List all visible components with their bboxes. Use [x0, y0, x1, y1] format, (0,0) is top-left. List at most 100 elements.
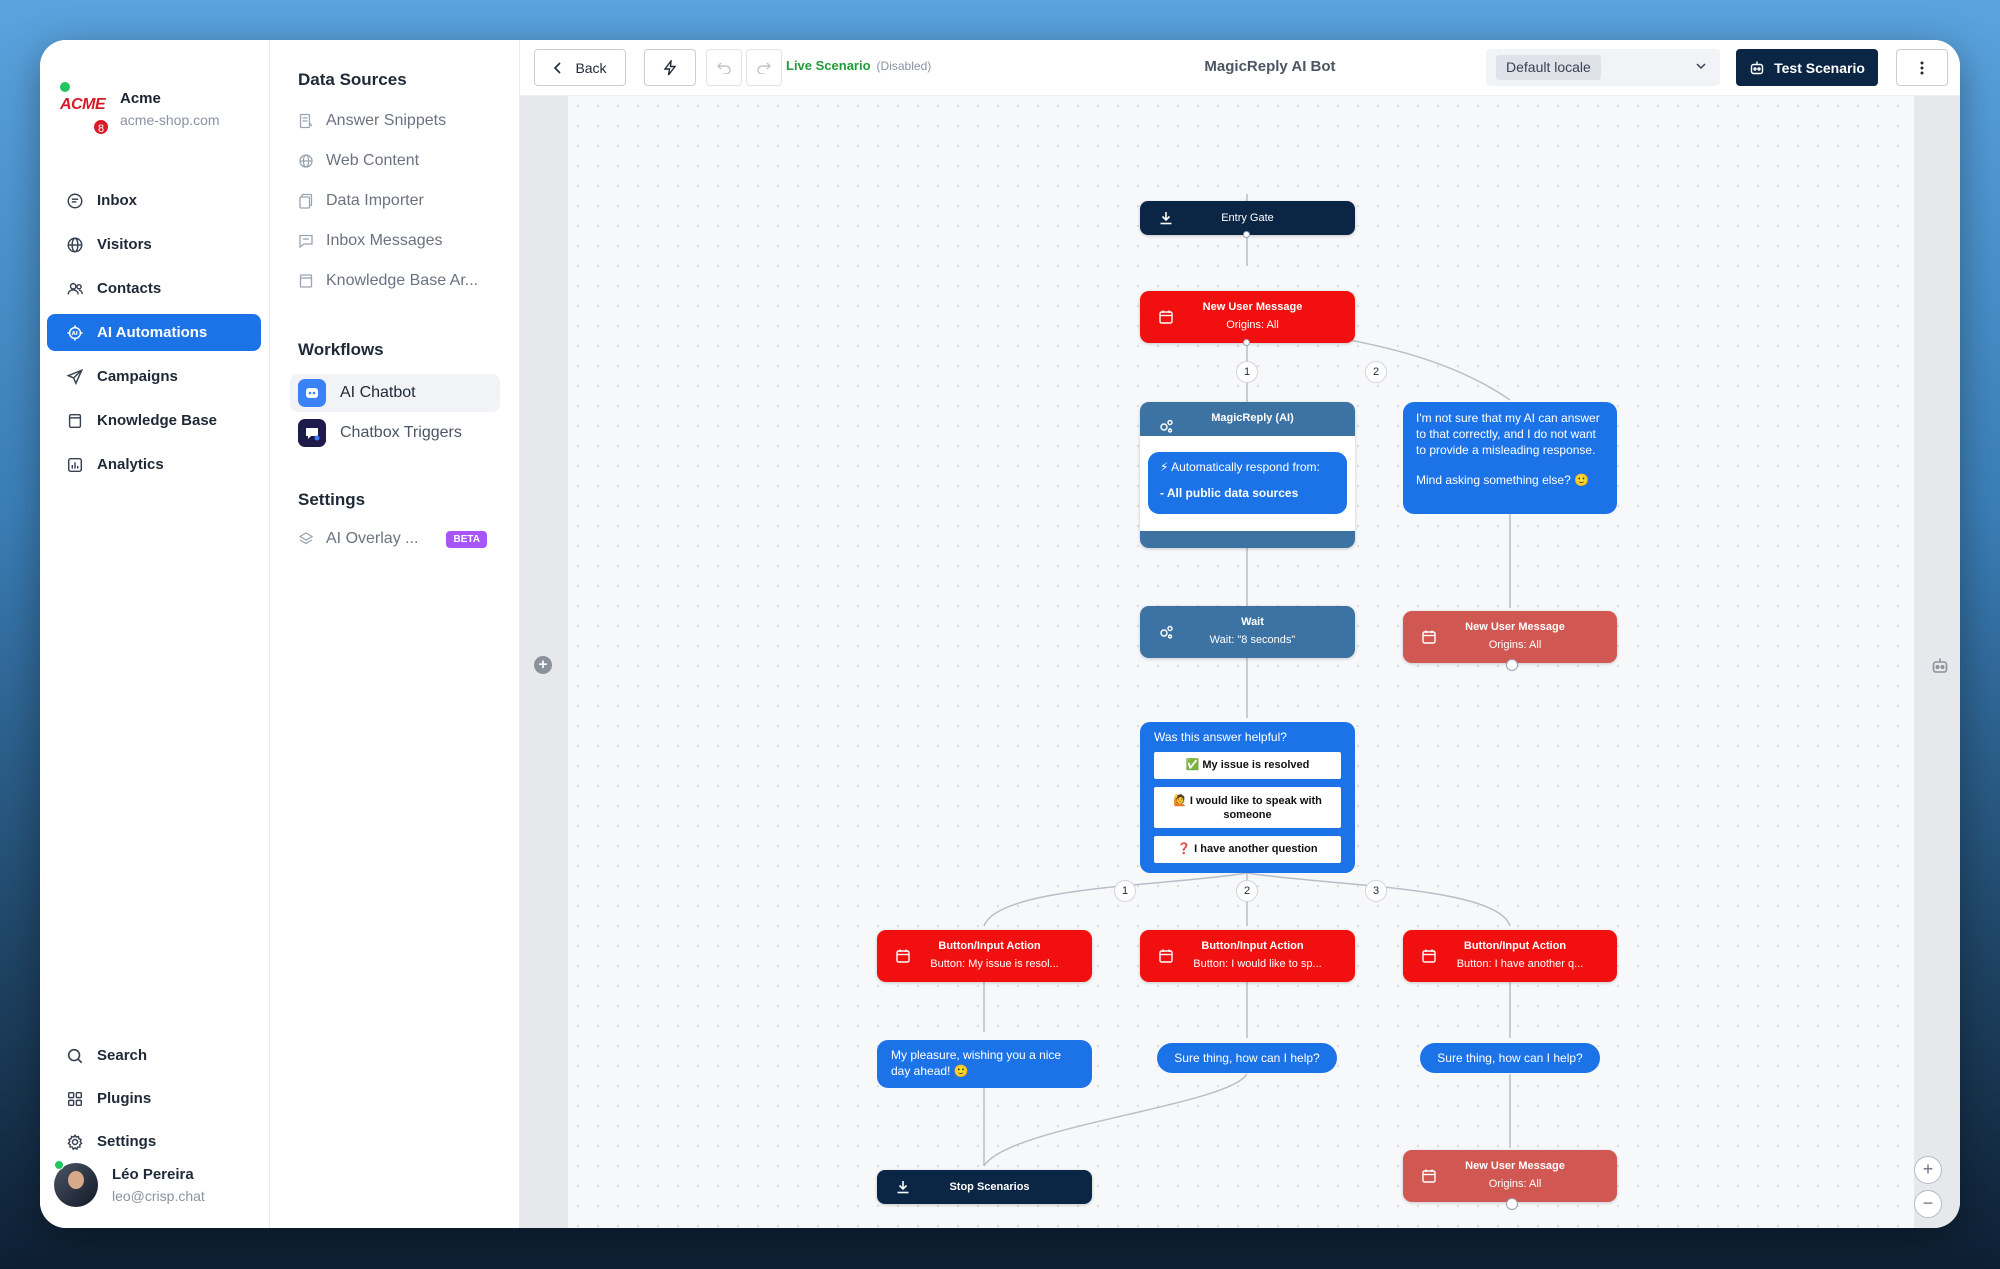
nav-item-ai-automations[interactable]: AI AI Automations: [47, 314, 261, 351]
live-scenario-status: (Disabled): [876, 59, 932, 73]
node-title: New User Message: [1202, 301, 1303, 313]
nav-item-visitors[interactable]: Visitors: [47, 226, 261, 263]
nav-item-label: Visitors: [97, 236, 152, 253]
nav-item-knowledge-base[interactable]: Knowledge Base: [47, 402, 261, 439]
option-speak-button[interactable]: 🙋 I would like to speak with someone: [1154, 787, 1341, 828]
locale-select[interactable]: Default locale: [1486, 49, 1720, 86]
robot-icon: [1749, 60, 1765, 76]
nav-item-plugins[interactable]: Plugins: [47, 1080, 261, 1117]
data-source-answer-snippets[interactable]: Answer Snippets: [298, 106, 498, 136]
contacts-icon: [65, 279, 85, 299]
quick-actions-button[interactable]: [644, 49, 696, 86]
calendar-icon: [1421, 1168, 1437, 1184]
data-source-label: Data Importer: [326, 192, 424, 209]
nav-item-label: Analytics: [97, 456, 164, 473]
calendar-icon: [1421, 948, 1437, 964]
back-button[interactable]: Back: [534, 49, 626, 86]
nav-item-label: Campaigns: [97, 368, 178, 385]
wait-node[interactable]: Wait Wait: "8 seconds": [1140, 606, 1355, 658]
globe-icon: [65, 235, 85, 255]
message-text: Mind asking something else? 🙂: [1416, 473, 1590, 487]
workflow-label: AI Chatbot: [340, 384, 416, 401]
nav-item-label: Inbox: [97, 192, 137, 209]
button-action-node[interactable]: Button/Input Action Button: My issue is …: [877, 930, 1092, 982]
workflow-ai-chatbot[interactable]: AI Chatbot: [290, 374, 500, 412]
new-user-message-node[interactable]: New User Message Origins: All: [1403, 611, 1617, 663]
workspace-name: Acme: [120, 90, 161, 107]
new-user-message-node[interactable]: New User Message Origins: All: [1403, 1150, 1617, 1202]
option-resolved-button[interactable]: ✅ My issue is resolved: [1154, 752, 1341, 779]
nav-item-analytics[interactable]: Analytics: [47, 446, 261, 483]
flow-canvas[interactable]: Entry Gate New User Message Origins: All…: [568, 96, 1914, 1228]
avatar: [54, 1163, 98, 1207]
main-navigation: ACME 8 Acme acme-shop.com Inbox Visitors…: [40, 40, 270, 1228]
redo-button[interactable]: [746, 49, 782, 86]
user-profile[interactable]: Léo Pereira leo@crisp.chat: [54, 1160, 254, 1210]
globe-icon: [298, 153, 314, 169]
nav-item-search[interactable]: Search: [47, 1037, 261, 1074]
chatbox-icon: [298, 419, 326, 447]
question-text: Was this answer helpful?: [1154, 730, 1287, 744]
expand-toggle[interactable]: [1506, 1198, 1518, 1210]
nav-item-campaigns[interactable]: Campaigns: [47, 358, 261, 395]
nav-item-label: AI Automations: [97, 324, 208, 341]
setting-ai-overlay[interactable]: AI Overlay ... BETA: [298, 524, 498, 554]
zoom-in-button[interactable]: +: [1914, 1156, 1942, 1184]
connector-dot[interactable]: [1243, 339, 1250, 346]
reply-message-node[interactable]: Sure thing, how can I help?: [1157, 1043, 1337, 1073]
nav-item-settings[interactable]: Settings: [47, 1123, 261, 1160]
send-icon: [65, 367, 85, 387]
workspace-domain: acme-shop.com: [120, 112, 220, 128]
reply-message-node[interactable]: Sure thing, how can I help?: [1420, 1043, 1600, 1073]
scenario-title: MagicReply AI Bot: [1204, 58, 1336, 75]
data-source-knowledge-base[interactable]: Knowledge Base Ar...: [298, 266, 498, 296]
data-source-inbox-messages[interactable]: Inbox Messages: [298, 226, 498, 256]
nav-item-label: Plugins: [97, 1090, 152, 1107]
message-icon: [298, 233, 314, 249]
magicreply-body: ⚡ Automatically respond from: - All publ…: [1140, 436, 1355, 531]
nav-item-contacts[interactable]: Contacts: [47, 270, 261, 307]
svg-text:AI: AI: [72, 331, 78, 337]
stop-scenarios-node[interactable]: Stop Scenarios: [877, 1170, 1092, 1204]
scenario-toolbar: Back Live Scenario(Disabled) MagicReply …: [520, 40, 1960, 96]
entry-gate-node[interactable]: Entry Gate: [1140, 201, 1355, 235]
workflow-chatbox-triggers[interactable]: Chatbox Triggers: [290, 414, 500, 452]
branch-badge: 3: [1365, 880, 1387, 902]
magicreply-node[interactable]: MagicReply (AI) ⚡ Automatically respond …: [1140, 402, 1355, 548]
nav-item-label: Search: [97, 1047, 148, 1064]
zoom-out-button[interactable]: −: [1914, 1190, 1942, 1218]
node-title: New User Message: [1465, 1160, 1565, 1172]
nav-item-inbox[interactable]: Inbox: [47, 182, 261, 219]
magicreply-settings-card[interactable]: ⚡ Automatically respond from: - All publ…: [1148, 452, 1347, 514]
download-icon: [895, 1179, 911, 1195]
connector-dot[interactable]: [1243, 231, 1250, 238]
option-another-question-button[interactable]: ❓ I have another question: [1154, 836, 1341, 863]
new-user-message-node[interactable]: New User Message Origins: All: [1140, 291, 1355, 343]
expand-toggle[interactable]: [1506, 659, 1518, 671]
book-icon: [298, 273, 314, 289]
test-scenario-button[interactable]: Test Scenario: [1736, 49, 1878, 86]
node-title: Button/Input Action: [938, 940, 1041, 952]
node-subtitle: Button: I would like to sp...: [1193, 958, 1322, 970]
online-status-dot: [54, 1160, 64, 1170]
helpful-question-node[interactable]: Was this answer helpful? ✅ My issue is r…: [1140, 722, 1355, 873]
fallback-message-node[interactable]: I'm not sure that my AI can answer to th…: [1403, 402, 1617, 514]
reply-message-node[interactable]: My pleasure, wishing you a nice day ahea…: [877, 1040, 1092, 1088]
data-source-data-importer[interactable]: Data Importer: [298, 186, 498, 216]
search-icon: [65, 1046, 85, 1066]
more-options-button[interactable]: [1896, 49, 1948, 86]
add-block-button[interactable]: +: [534, 656, 552, 674]
live-scenario-toggle[interactable]: Live Scenario(Disabled): [786, 58, 931, 73]
data-source-web-content[interactable]: Web Content: [298, 146, 498, 176]
data-source-label: Inbox Messages: [326, 232, 443, 249]
acme-logo: ACME: [60, 96, 106, 113]
message-text: I'm not sure that my AI can answer to th…: [1416, 411, 1600, 457]
robot-icon[interactable]: [1930, 656, 1950, 676]
undo-button[interactable]: [706, 49, 742, 86]
node-subtitle: Origins: All: [1488, 639, 1542, 651]
nav-item-label: Settings: [97, 1133, 157, 1150]
flow-canvas-area: + Entry: [520, 96, 1960, 1228]
button-action-node[interactable]: Button/Input Action Button: I have anoth…: [1403, 930, 1617, 982]
button-action-node[interactable]: Button/Input Action Button: I would like…: [1140, 930, 1355, 982]
node-subtitle: Origins: All: [1226, 319, 1279, 331]
